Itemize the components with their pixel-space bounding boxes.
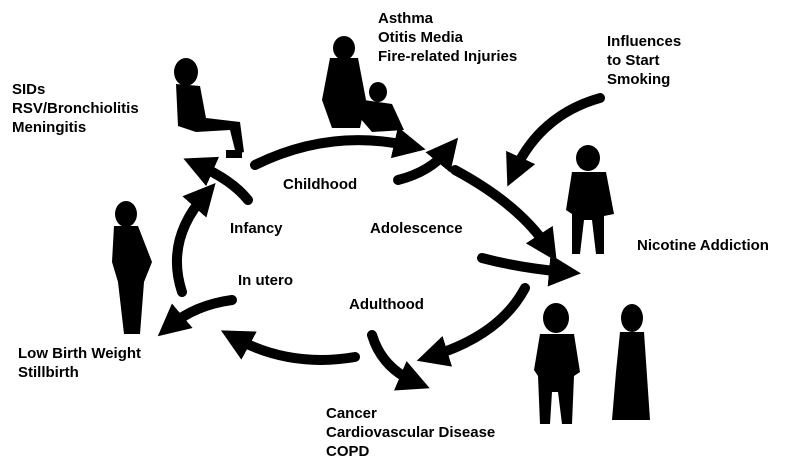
silhouette-two-adults — [534, 303, 650, 424]
silhouette-adult-with-child — [322, 36, 404, 132]
effect-cardiovascular-disease: Cardiovascular Disease — [326, 424, 496, 441]
arrow-adolescence-branch — [477, 253, 581, 287]
effect-nicotine-addiction: Nicotine Addiction — [637, 237, 769, 254]
effect-sids: SIDs — [12, 81, 46, 98]
silhouette-sitting-child — [174, 58, 244, 158]
effects-in-utero: Low Birth Weight Stillbirth — [18, 344, 141, 382]
stage-label-adolescence: Adolescence — [370, 220, 463, 237]
effect-meningitis: Meningitis — [12, 119, 87, 136]
effects-adulthood: Cancer Cardiovascular Disease COPD — [326, 404, 495, 461]
effect-copd: COPD — [326, 443, 370, 460]
effect-otitis-media: Otitis Media — [378, 29, 464, 46]
stage-label-adulthood: Adulthood — [349, 296, 424, 313]
arrow-influences-to-adolescence — [506, 93, 605, 187]
effects-infancy: SIDs RSV/Bronchiolitis Meningitis — [12, 80, 139, 137]
arrow-in-utero-to-infancy — [171, 183, 216, 297]
arrow-childhood-branch — [393, 137, 459, 185]
effects-childhood: Asthma Otitis Media Fire-related Injurie… — [378, 9, 517, 66]
arrow-adulthood-cycle — [416, 283, 530, 367]
effect-rsv-bronchiolitis: RSV/Bronchiolitis — [12, 100, 139, 117]
effect-fire-related-injuries: Fire-related Injuries — [378, 48, 518, 65]
arrow-infancy-to-sids — [183, 156, 253, 205]
effects-adolescence: Nicotine Addiction — [637, 236, 769, 255]
silhouette-teenager — [566, 145, 614, 254]
stage-label-in-utero: In utero — [238, 272, 293, 289]
arrow-adulthood-to-cancer — [367, 330, 430, 391]
effect-low-birth-weight: Low Birth Weight — [18, 345, 142, 362]
influences-line-3: Smoking — [607, 71, 671, 88]
stage-label-infancy: Infancy — [230, 220, 283, 237]
effect-cancer: Cancer — [326, 405, 377, 422]
effects-influences: Influences to Start Smoking — [607, 32, 681, 89]
effect-asthma: Asthma — [378, 10, 434, 27]
stage-label-childhood: Childhood — [283, 176, 358, 193]
influences-line-2: to Start — [607, 52, 660, 69]
effect-stillbirth: Stillbirth — [18, 364, 79, 381]
influences-line-1: Influences — [607, 33, 682, 50]
silhouette-pregnant-woman — [112, 201, 152, 334]
arrow-in-utero-to-low-birth-weight — [157, 295, 237, 337]
arrow-adolescence-to-nicotine — [450, 165, 557, 262]
arrow-childhood-to-adolescence — [250, 126, 426, 170]
arrow-adulthood-to-in-utero — [220, 330, 360, 365]
